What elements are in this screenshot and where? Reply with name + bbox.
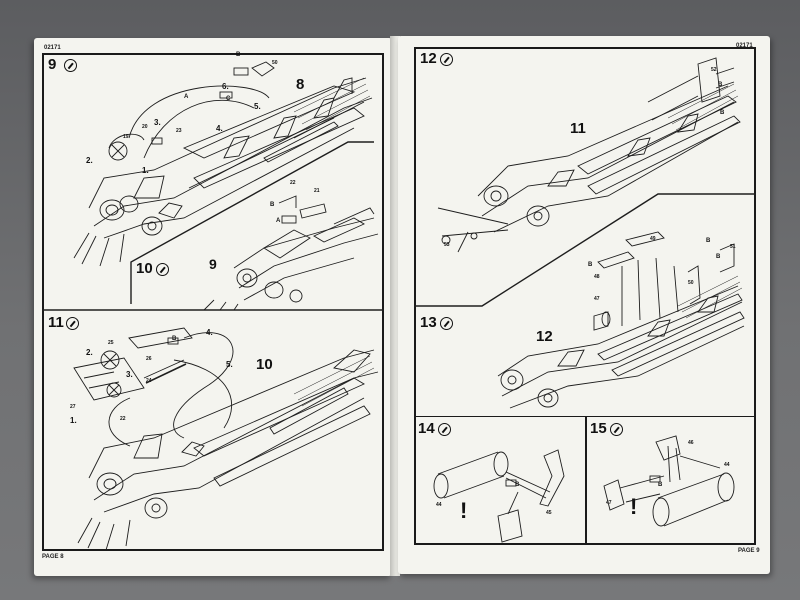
part-number: 45: [546, 510, 552, 516]
part-number: 53: [444, 242, 450, 248]
step-number: 15: [590, 420, 607, 437]
sequence-label: 3.: [126, 370, 133, 379]
part-number: 48: [594, 274, 600, 280]
part-number: 46: [688, 440, 694, 446]
step-14-box: [414, 416, 586, 545]
assembly-label: 8: [296, 76, 305, 93]
assembly-label: 10: [256, 356, 273, 373]
part-number: 51: [730, 244, 736, 250]
left-page-drawings: [42, 61, 384, 551]
step-number: 11: [48, 314, 64, 331]
part-number: 21: [314, 188, 320, 194]
letter-tag: B: [720, 110, 725, 116]
sequence-label: 5.: [254, 102, 261, 111]
step-15-box: [586, 416, 756, 545]
part-number: 19: [123, 134, 129, 140]
sequence-label: 1.: [70, 416, 77, 425]
part-number: 22: [290, 180, 296, 186]
letter-tag: B: [718, 82, 723, 88]
cutter-icon: [156, 263, 169, 276]
step-number: 12: [420, 50, 437, 67]
right-page-drawings: [414, 57, 756, 543]
part-number: 50: [688, 280, 694, 286]
part-number: 27: [70, 404, 76, 410]
part-number: 52: [711, 67, 717, 73]
part-number: 44: [436, 502, 442, 508]
letter-tag: B: [588, 262, 593, 268]
page-number: PAGE 9: [738, 548, 760, 554]
part-number: 44: [724, 462, 730, 468]
part-number: 25: [108, 340, 114, 346]
product-code: 02171: [736, 43, 753, 49]
step-number: 14: [418, 420, 435, 437]
left-page: 02171 PAGE 8 9 8 2. 1. 3. 4. 5. 6. 19 20…: [34, 38, 392, 576]
letter-tag: C: [226, 96, 231, 102]
part-number: 22: [120, 416, 126, 422]
assembly-label: 12: [536, 328, 553, 345]
instruction-frame: [42, 53, 384, 551]
sequence-label: 4.: [216, 124, 223, 133]
cutter-icon: [440, 53, 453, 66]
letter-tag: B: [716, 254, 721, 260]
sequence-label: 2.: [86, 348, 93, 357]
page-number: PAGE 8: [42, 554, 64, 560]
letter-tag: A: [184, 94, 189, 100]
cutter-icon: [610, 423, 623, 436]
letter-tag: B: [706, 238, 711, 244]
letter-tag: B: [172, 336, 177, 342]
cutter-icon: [440, 317, 453, 330]
cutter-icon: [64, 59, 77, 72]
warning-mark: !: [630, 494, 638, 519]
part-number: 47: [606, 500, 612, 506]
part-number: 20: [142, 124, 148, 130]
cutter-icon: [438, 423, 451, 436]
letter-tag: B: [515, 482, 520, 488]
sequence-label: 6.: [222, 82, 229, 91]
right-page: 02171 PAGE 9 12 11 52 53 B B 13 12 47 48…: [398, 36, 770, 574]
product-code: 02171: [44, 45, 61, 51]
part-number: 23: [176, 128, 182, 134]
warning-mark: !: [460, 498, 468, 523]
part-number: 26: [146, 356, 152, 362]
sequence-label: 2.: [86, 156, 93, 165]
book-spine: [390, 36, 400, 576]
part-number: 47: [594, 296, 600, 302]
assembly-label: 11: [570, 120, 586, 137]
part-number: 50: [272, 60, 278, 66]
step-number: 10: [136, 260, 153, 277]
part-number: 49: [650, 236, 656, 242]
sequence-label: 3.: [154, 118, 161, 127]
letter-tag: A: [276, 218, 281, 224]
assembly-label: 9: [209, 256, 217, 272]
letter-tag: B: [658, 482, 663, 488]
step-number: 13: [420, 314, 437, 331]
letter-tag: B: [270, 202, 275, 208]
letter-tag: B: [236, 52, 241, 58]
cutter-icon: [66, 317, 79, 330]
step-number: 9: [48, 56, 57, 73]
sequence-label: 1.: [142, 166, 149, 175]
